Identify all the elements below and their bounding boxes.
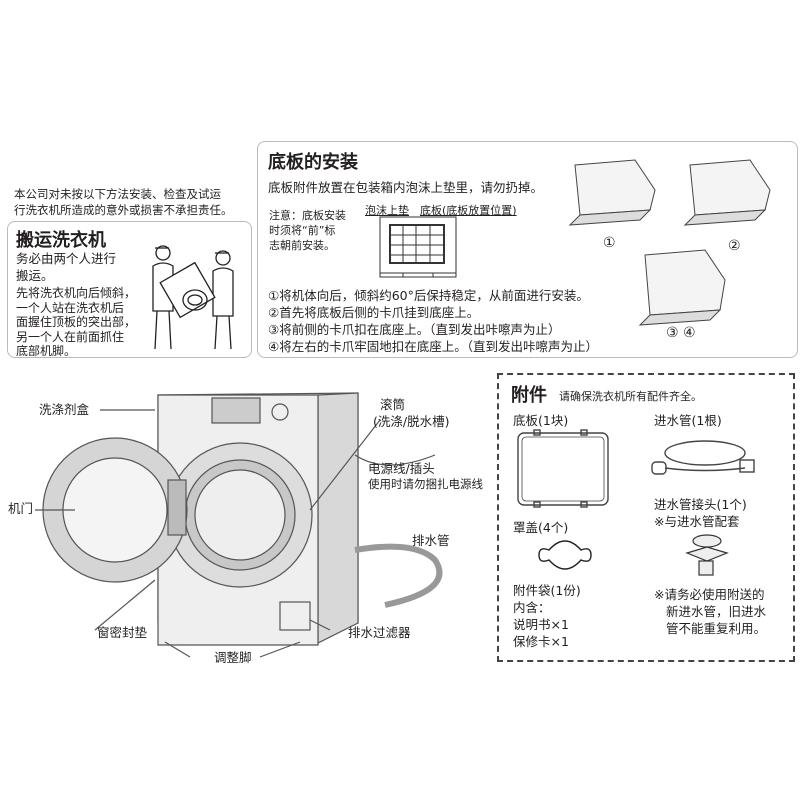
bag-line: 保修卡×1 [513, 634, 569, 649]
carry-body-line: 底部机脚。 [16, 344, 77, 358]
connector-line: 进水管接头(1个) [654, 497, 747, 512]
disclaimer-line: 本公司对未按以下方法安装、检查及试运 [14, 187, 221, 201]
carry-body-line: 先将洗衣机向后倾斜， [16, 286, 137, 300]
step: ②首先将底板后侧的卡爪挂到底座上。 [268, 305, 480, 320]
inlet-hose-label: 进水管(1根) [654, 413, 722, 428]
note-line: 注意：底板安装 [269, 209, 346, 222]
figure-1-label: ① [603, 235, 616, 251]
inlet-hose-icon [651, 440, 755, 475]
carry-section [7, 221, 252, 358]
base-title: 底板的安装 [268, 152, 358, 173]
base-position-label: 底板(底板放置位置) [420, 204, 517, 217]
carry-lead-line: 务必由两个人进行 [16, 251, 117, 266]
warning-line: ※请务必使用附送的 [654, 587, 765, 602]
carry-lead: 务必由两个人进行 搬运。 [16, 250, 116, 284]
bag-line: 内含： [513, 600, 551, 615]
base-plate-icon [517, 429, 609, 508]
accessories-title: 附件 [511, 385, 547, 406]
base-note: 注意：底板安装 时须将“前”标 志朝前安装。 [269, 208, 346, 253]
carry-body-line: 面握住顶板的突出部， [16, 315, 137, 329]
carry-title: 搬运洗衣机 [16, 230, 106, 251]
label-drum: 滚筒 [380, 397, 406, 412]
foam-label: 泡沫上垫 [365, 204, 409, 217]
label-power-note: 使用时请勿捆扎电源线 [368, 477, 483, 491]
cover-label: 罩盖(4个) [513, 520, 569, 535]
note-line: 时须将“前”标 [269, 224, 336, 237]
two-people-carrying-illustration [152, 245, 234, 350]
label-power-cord: 电源线/插头 [368, 461, 435, 476]
bag-line: 说明书×1 [513, 617, 569, 632]
cover-cap-icon [538, 540, 592, 570]
figure-34-label: ③ ④ [666, 325, 696, 341]
accessories-subtitle: 请确保洗衣机所有配件齐全。 [559, 390, 702, 403]
washing-machine-illustration [35, 392, 443, 658]
warning-line: 新进水管，旧进水 [666, 604, 767, 619]
label-door-seal: 窗密封垫 [97, 625, 148, 640]
label-drain-filter: 排水过滤器 [348, 625, 411, 640]
connector-icon [685, 534, 729, 576]
foam-pad-diagram [379, 216, 457, 278]
carry-body-line: 另一个人在前面抓住 [16, 329, 125, 344]
carry-lead-line: 搬运。 [16, 268, 54, 283]
carry-body: 先将洗衣机向后倾斜， 一个人站在洗衣机后 面握住顶板的突出部， 另一个人在前面抓… [16, 286, 136, 359]
bag-line: 附件袋(1份) [513, 583, 581, 598]
figure-2-label: ② [728, 238, 741, 254]
label-adjust-feet: 调整脚 [214, 650, 252, 665]
step: ④将左右的卡爪牢固地扣在底座上。（直到发出咔嚓声为止） [268, 339, 598, 354]
warning-line: 管不能重复利用。 [666, 621, 767, 636]
step: ①将机体向后，倾斜约60°后保持稳定，从前面进行安装。 [268, 288, 589, 303]
connector-line: ※与进水管配套 [654, 514, 740, 529]
base-intro: 底板附件放置在包装箱内泡沫上垫里，请勿扔掉。 [268, 180, 544, 195]
accessory-bag: 附件袋(1份) 内含： 说明书×1 保修卡×1 [513, 582, 581, 650]
hose-warning: ※请务必使用附送的 新进水管，旧进水 管不能重复利用。 [654, 586, 766, 637]
label-door: 机门 [8, 501, 34, 516]
step: ③将前侧的卡爪扣在底座上。（直到发出咔嚓声为止） [268, 322, 561, 337]
disclaimer-line: 行洗衣机所造成的意外或损害不承担责任。 [14, 203, 233, 217]
label-drain-hose: 排水管 [412, 533, 450, 548]
accessories-section [497, 373, 795, 662]
connector-label: 进水管接头(1个) ※与进水管配套 [654, 496, 747, 530]
note-line: 志朝前安装。 [269, 239, 335, 252]
base-install-section [257, 141, 798, 358]
label-drum-sub: (洗涤/脱水槽) [373, 414, 450, 429]
disclaimer: 本公司对未按以下方法安装、检查及试运 行洗衣机所造成的意外或损害不承担责任。 [14, 186, 233, 218]
carry-body-line: 一个人站在洗衣机后 [16, 300, 125, 315]
base-steps: ①将机体向后，倾斜约60°后保持稳定，从前面进行安装。 ②首先将底板后侧的卡爪挂… [268, 287, 598, 355]
label-detergent-box: 洗涤剂盒 [39, 402, 90, 417]
base-install-illustrations [568, 159, 771, 326]
base-plate-label: 底板(1块) [513, 413, 569, 428]
